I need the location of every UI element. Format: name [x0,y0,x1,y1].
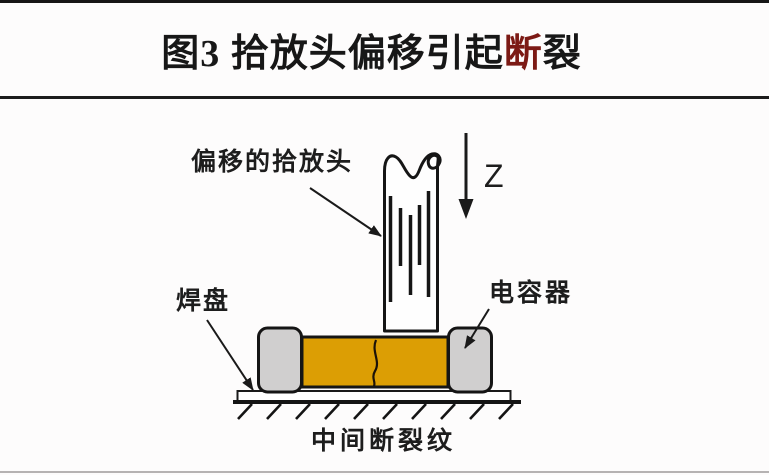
bottom-border-rule [0,471,769,473]
z-axis-arrow [458,133,474,219]
figure-title-highlight: 断 [503,33,543,75]
head-vacuum-lines [388,191,431,302]
ground-hatch-marks [237,403,514,420]
capacitor-label: 电容器 [489,280,574,307]
title-divider-rule [0,96,769,99]
capacitor-right-terminal [447,326,493,394]
capacitor-crack-line [372,339,379,387]
middle-crack-label: 中间断裂纹 [311,428,457,455]
pick-head-label: 偏移的拾放头 [191,149,354,176]
figure-title-suffix: 裂 [542,33,582,75]
solder-pad-pointer-arrow [206,319,254,391]
z-axis-label: Z [484,158,504,194]
top-border-rule [0,0,769,3]
capacitor-pointer-arrow [464,308,490,349]
board-ground-line [233,400,521,404]
pick-head-pointer-arrow [309,187,382,237]
pick-place-head-shape [383,152,442,333]
figure-title: 图3 拾放头偏移引起断裂 [0,22,743,77]
figure-title-prefix: 图3 拾放头偏移引起 [161,33,504,75]
capacitor-left-terminal [257,326,303,394]
solder-pad-label: 焊盘 [176,288,231,315]
